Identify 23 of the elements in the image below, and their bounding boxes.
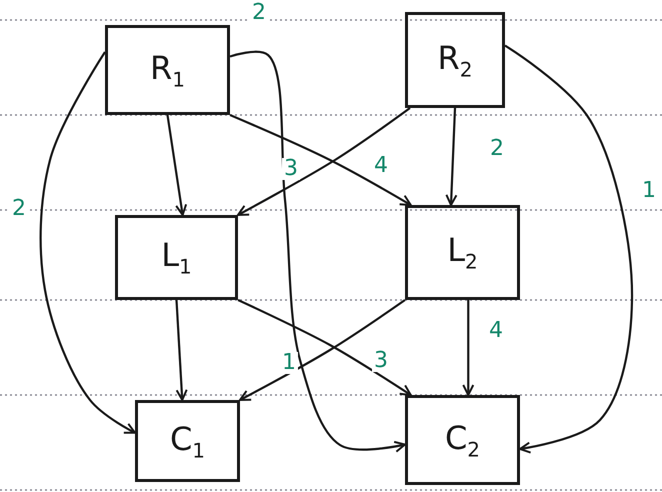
arrow xyxy=(230,50,406,453)
arrow xyxy=(445,108,458,206)
node-label: L$_{2}$ xyxy=(447,231,478,274)
edge-label: 2 xyxy=(250,2,268,24)
arrow xyxy=(40,51,136,434)
arrow xyxy=(462,300,474,396)
node-box xyxy=(115,215,238,300)
node-label: R$_{1}$ xyxy=(150,48,185,92)
arrow xyxy=(504,44,634,454)
node-box xyxy=(405,12,505,108)
arrow xyxy=(175,300,188,401)
arrow xyxy=(237,107,411,216)
node-label: C$_{1}$ xyxy=(170,420,206,462)
node-box xyxy=(405,205,520,300)
node-box xyxy=(105,25,230,115)
node-box xyxy=(405,395,520,485)
edge-label: 3 xyxy=(282,158,300,180)
arrow xyxy=(230,114,412,206)
node-label: R$_{2}$ xyxy=(438,38,472,82)
node-box xyxy=(135,400,240,482)
node-label: C$_{2}$ xyxy=(444,418,480,462)
node-label: L$_{1}$ xyxy=(161,236,192,279)
arrow xyxy=(166,114,188,216)
